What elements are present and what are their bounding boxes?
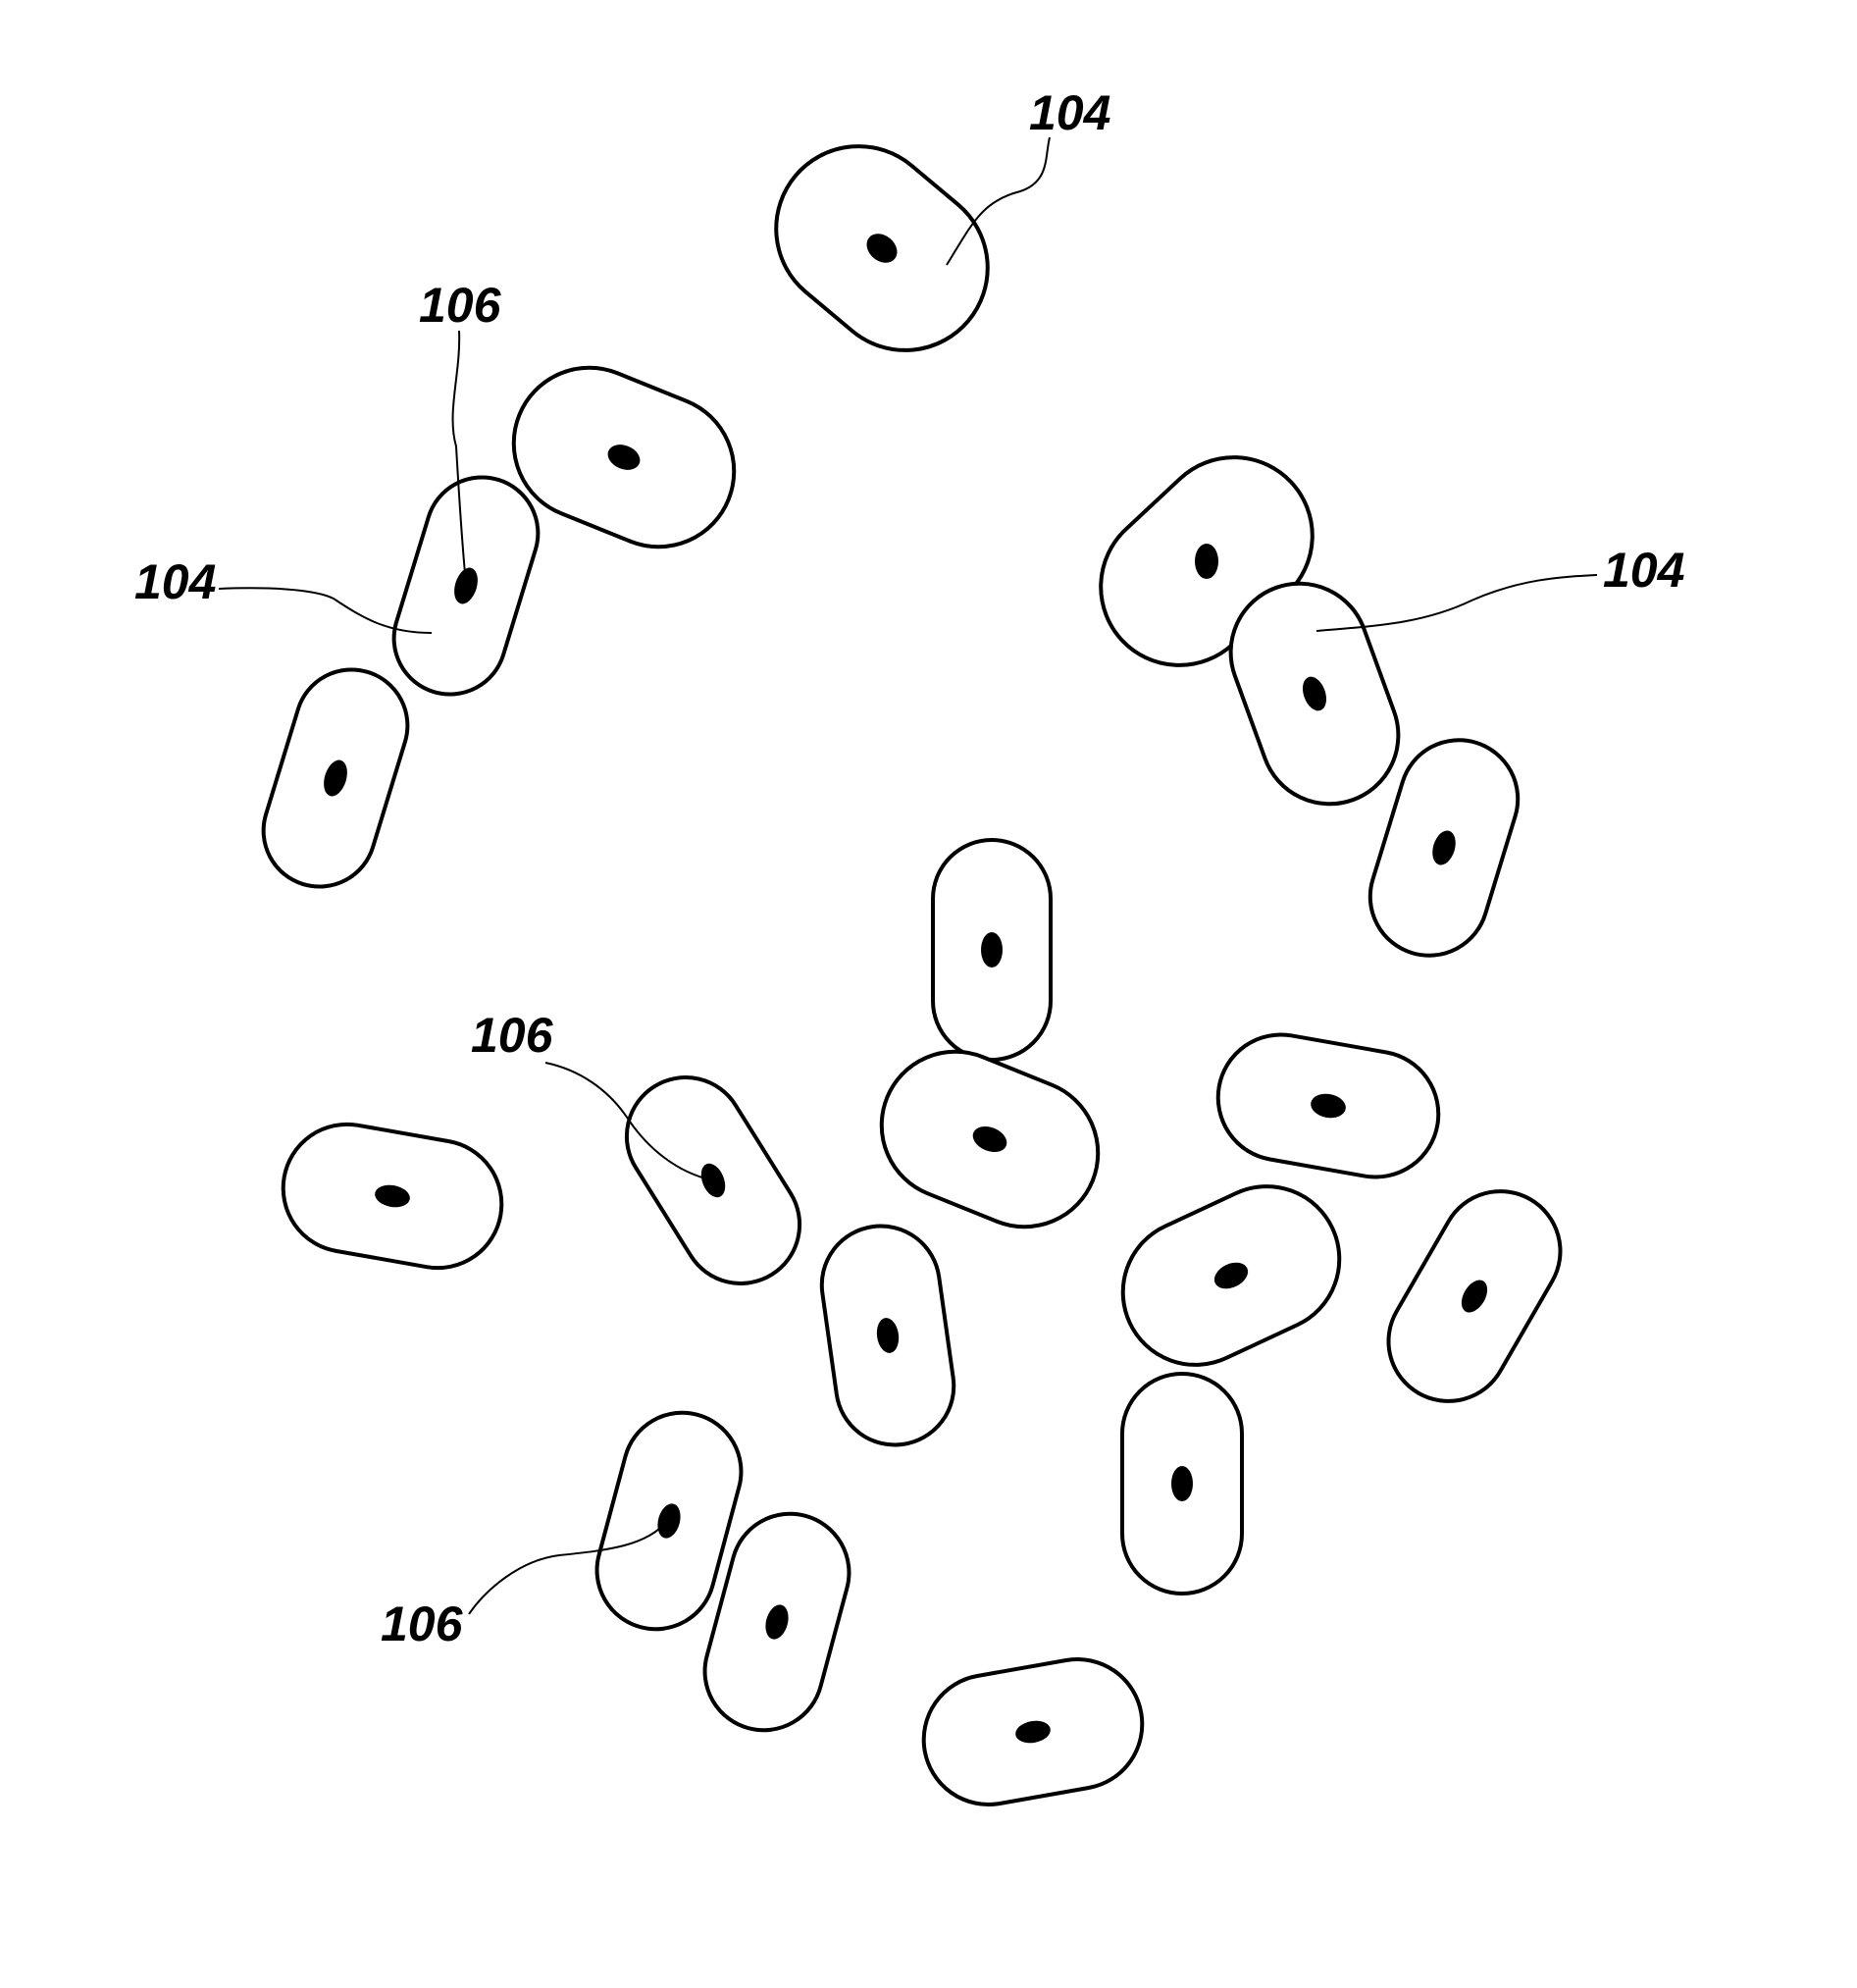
- nucleus: [981, 932, 1003, 968]
- cell: [1209, 1024, 1449, 1186]
- nucleus: [1195, 544, 1218, 579]
- cell: [814, 1219, 961, 1453]
- ref-label-cell: 104: [1029, 85, 1110, 140]
- ref-label-nucleus: 106: [381, 1596, 464, 1651]
- cell: [859, 1029, 1120, 1249]
- cell: [249, 655, 421, 900]
- ref-label-cell: 104: [1603, 543, 1684, 598]
- ref-label-cell: 104: [134, 554, 216, 609]
- ref-label-nucleus: 106: [471, 1008, 554, 1063]
- cell: [743, 113, 1021, 385]
- cell: [913, 1649, 1153, 1815]
- cell: [1122, 1374, 1242, 1594]
- ref-label-nucleus: 106: [419, 278, 502, 333]
- cell: [933, 840, 1051, 1060]
- cell: [1367, 1170, 1582, 1423]
- cell: [1099, 1163, 1363, 1388]
- nucleus: [1171, 1466, 1193, 1501]
- cell: [273, 1115, 511, 1279]
